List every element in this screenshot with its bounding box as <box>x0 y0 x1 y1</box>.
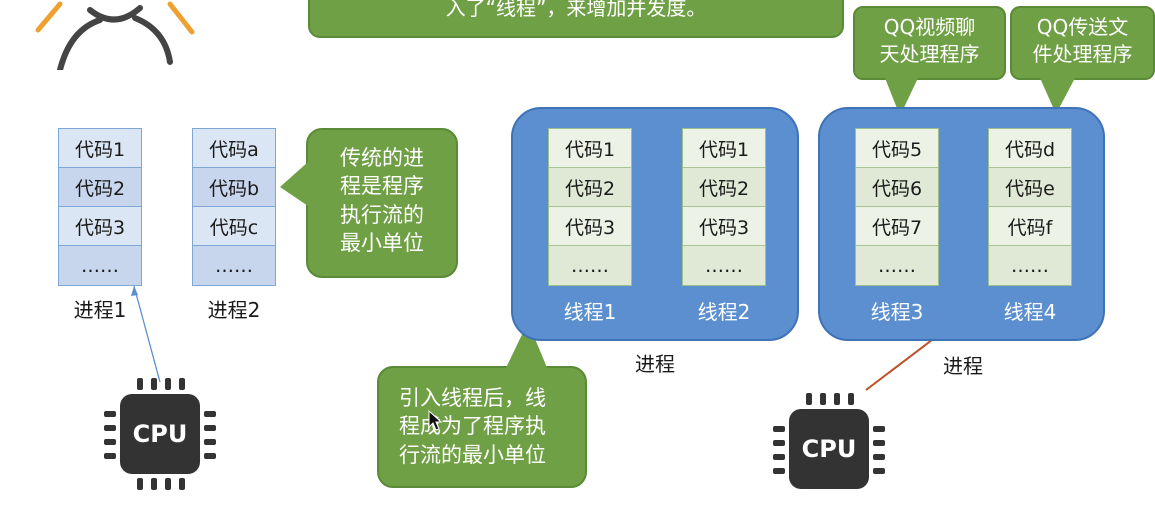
code-line: 代码d <box>989 129 1071 168</box>
code-line: 代码1 <box>549 129 631 168</box>
cpu-label: CPU <box>789 409 869 489</box>
process2-code-stack: 代码a 代码b 代码c …… <box>192 128 276 286</box>
code-line: 代码2 <box>59 168 141 207</box>
cpu-icon: CPU <box>104 378 216 490</box>
code-line: …… <box>549 246 631 285</box>
thread2-code-stack: 代码1 代码2 代码3 …… <box>682 128 766 286</box>
thread3-code-stack: 代码5 代码6 代码7 …… <box>855 128 939 286</box>
code-line: …… <box>193 246 275 285</box>
code-line: 代码3 <box>59 207 141 246</box>
thread2-label: 线程2 <box>697 300 751 324</box>
code-line: 代码2 <box>683 168 765 207</box>
mouse-cursor-icon <box>428 410 443 431</box>
code-line: 代码7 <box>856 207 938 246</box>
callout-qq-file-pointer <box>1040 78 1075 114</box>
code-line: 代码2 <box>549 168 631 207</box>
code-line: 代码6 <box>856 168 938 207</box>
code-line: 代码3 <box>549 207 631 246</box>
code-line: 代码3 <box>683 207 765 246</box>
callout-qq-video: QQ视频聊 天处理程序 <box>853 6 1006 80</box>
callout-traditional-pointer <box>280 162 308 206</box>
code-line: …… <box>989 246 1071 285</box>
code-line: 代码a <box>193 129 275 168</box>
person-logo-icon <box>35 1 195 70</box>
process1-label: 进程1 <box>73 298 127 322</box>
cpu-label: CPU <box>120 394 200 474</box>
code-line: …… <box>59 246 141 285</box>
code-line: 代码1 <box>59 129 141 168</box>
cpu-icon: CPU <box>773 393 885 505</box>
process2-label: 进程2 <box>207 298 261 322</box>
callout-traditional: 传统的进 程是程序 执行流的 最小单位 <box>306 128 458 278</box>
code-line: 代码1 <box>683 129 765 168</box>
process-label-mid: 进程 <box>635 352 675 376</box>
code-line: 代码e <box>989 168 1071 207</box>
code-line: 代码c <box>193 207 275 246</box>
process-label-right: 进程 <box>943 354 983 378</box>
callout-thread: 引入线程后，线 程成为了程序执 行流的最小单位 <box>377 366 587 488</box>
thread1-label: 线程1 <box>563 300 617 324</box>
code-line: …… <box>683 246 765 285</box>
process1-code-stack: 代码1 代码2 代码3 …… <box>58 128 142 286</box>
callout-pointers <box>131 78 1075 391</box>
cpu-arrow-left <box>133 285 161 383</box>
code-line: 代码b <box>193 168 275 207</box>
thread4-label: 线程4 <box>1003 300 1057 324</box>
code-line: 代码5 <box>856 129 938 168</box>
thread4-code-stack: 代码d 代码e 代码f …… <box>988 128 1072 286</box>
top-callout: 入了“线程”，来增加并发度。 <box>308 0 844 38</box>
callout-qq-video-pointer <box>885 78 918 116</box>
callout-qq-file: QQ传送文 件处理程序 <box>1010 6 1155 80</box>
callout-thread-pointer <box>505 322 548 370</box>
code-line: 代码f <box>989 207 1071 246</box>
thread1-code-stack: 代码1 代码2 代码3 …… <box>548 128 632 286</box>
code-line: …… <box>856 246 938 285</box>
thread3-label: 线程3 <box>870 300 924 324</box>
